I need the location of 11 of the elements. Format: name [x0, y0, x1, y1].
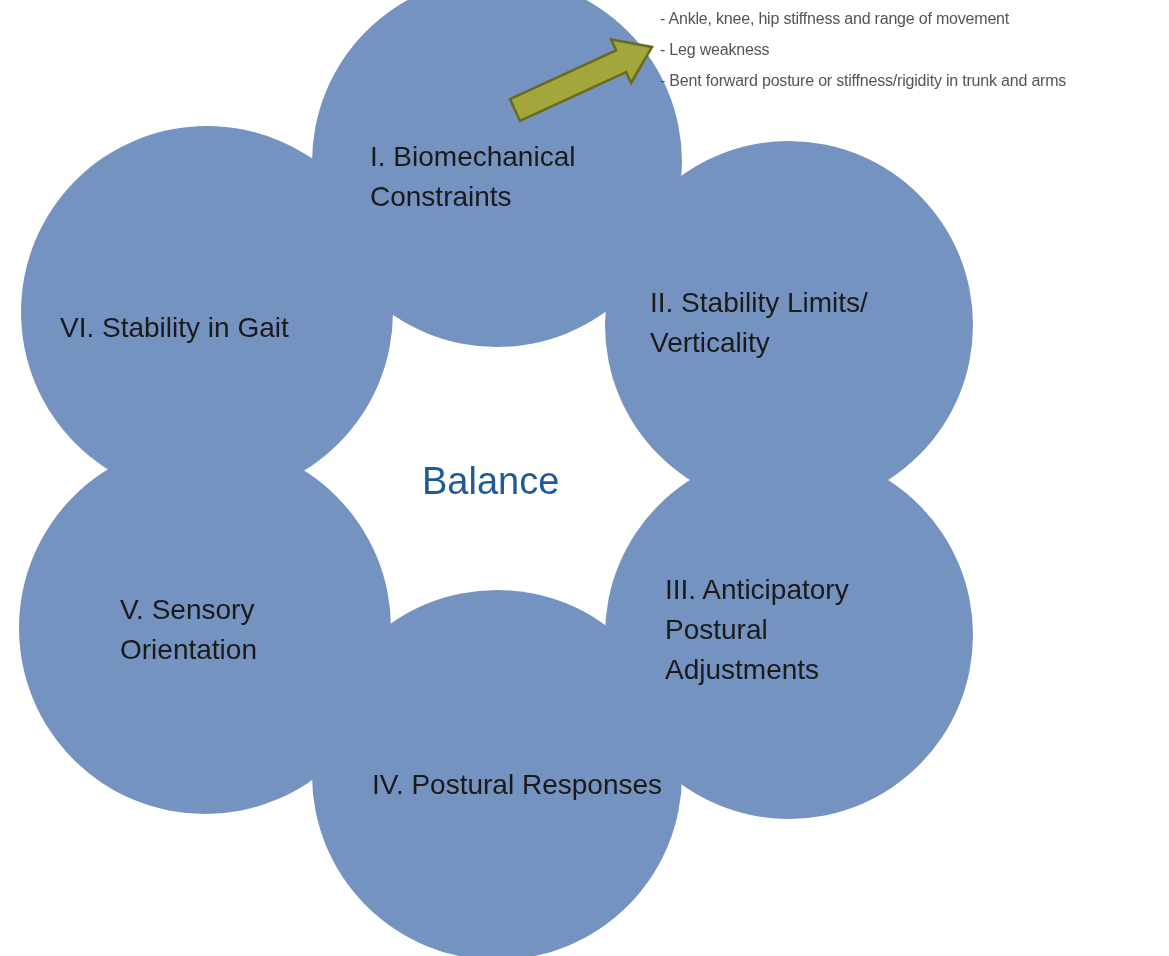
node-label: IV. Postural Responses: [372, 765, 672, 805]
block-arrow: [508, 37, 654, 123]
node-label: II. Stability Limits/ Verticality: [650, 283, 960, 363]
bullet-text: - Leg weakness: [660, 40, 771, 60]
node-label: V. Sensory Orientation: [120, 590, 350, 670]
node-label: VI. Stability in Gait: [60, 308, 360, 348]
bullet-text: - Bent forward posture or stiffness/rigidity in trunk and arms: [660, 71, 1067, 91]
bullet-text: - Ankle, knee, hip stiffness and range of movement: [660, 9, 1011, 29]
center-title: Balance: [422, 460, 560, 503]
node-label: III. Anticipatory Postural Adjustments: [665, 570, 880, 690]
node-label: I. Biomechanical Constraints: [370, 137, 660, 217]
